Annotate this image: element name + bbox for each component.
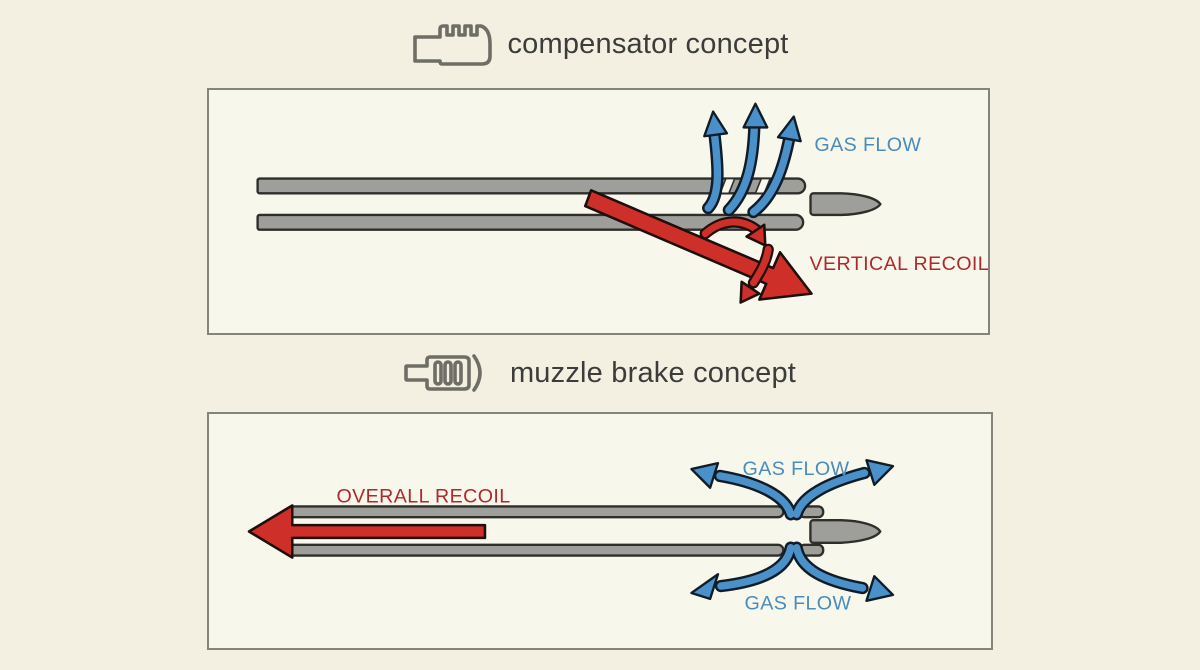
gas-flow-arrow bbox=[792, 544, 867, 592]
muzzle-brake-device-icon bbox=[404, 354, 482, 392]
gas-flow-arrowhead bbox=[703, 110, 729, 138]
recoil-down-arrowhead bbox=[739, 280, 761, 304]
gas-flow-up-arrows bbox=[702, 102, 802, 219]
gas-flow-arrowhead bbox=[776, 115, 802, 143]
gas-flow-arrow bbox=[717, 544, 795, 590]
gas-flow-top-label: GAS FLOW bbox=[743, 458, 850, 480]
muzzle-brake-icon-slot bbox=[433, 360, 443, 386]
muzzle-brake-icon-blast-arc bbox=[472, 354, 482, 392]
vertical-recoil-arrows bbox=[583, 189, 813, 304]
muzzle-brake-panel: OVERALL RECOIL GAS FLOW GAS FLOW bbox=[207, 412, 993, 650]
recoil-hook-arrow bbox=[701, 218, 760, 238]
gas-flow-arrowhead bbox=[865, 575, 895, 602]
muzzle-brake-icon-body bbox=[404, 355, 471, 391]
gas-flow-arrowhead bbox=[690, 461, 720, 489]
compensator-port bbox=[718, 177, 736, 195]
compensator-diagram: GAS FLOW VERTICAL RECOIL bbox=[256, 102, 988, 304]
muzzle-brake-title: muzzle brake concept bbox=[509, 356, 797, 389]
bullet bbox=[809, 519, 882, 544]
compensator-icon-outline bbox=[413, 24, 493, 66]
gas-flow-arrowhead bbox=[865, 459, 895, 486]
recoil-hook-arrowhead bbox=[745, 223, 767, 247]
compensator-panel: GAS FLOW VERTICAL RECOIL bbox=[207, 88, 990, 335]
muzzle-brake-icon-slot bbox=[443, 360, 453, 386]
gas-flow-side-arrows bbox=[690, 459, 895, 602]
gas-flow-arrow bbox=[749, 131, 794, 216]
barrel-top-wall bbox=[289, 505, 785, 519]
barrel-top-wall bbox=[256, 177, 807, 195]
bullet bbox=[809, 192, 882, 217]
gas-flow-bottom-label: GAS FLOW bbox=[745, 593, 852, 615]
gas-flow-arrowhead bbox=[690, 573, 720, 601]
muzzle-brake-icon-slot bbox=[453, 360, 463, 386]
overall-recoil-label: OVERALL RECOIL bbox=[337, 485, 511, 507]
barrel-bottom-wall bbox=[289, 543, 785, 557]
compensator-port bbox=[754, 177, 772, 195]
compensator-title-row: compensator concept bbox=[0, 20, 1200, 68]
vertical-recoil-label: VERTICAL RECOIL bbox=[810, 253, 988, 275]
gas-flow-arrowhead bbox=[742, 102, 769, 129]
compensator-title: compensator concept bbox=[507, 27, 789, 60]
gas-flow-arrow bbox=[792, 469, 869, 518]
gas-flow-label: GAS FLOW bbox=[814, 134, 921, 156]
recoil-main-arrow bbox=[583, 189, 813, 301]
recoil-down-arrow bbox=[750, 245, 772, 287]
gas-flow-arrow bbox=[716, 472, 795, 518]
muzzle-brake-diagram: OVERALL RECOIL GAS FLOW GAS FLOW bbox=[247, 458, 895, 615]
overall-recoil-arrow bbox=[247, 504, 487, 559]
compensator-device-icon bbox=[413, 24, 493, 66]
gas-flow-arrow bbox=[725, 119, 759, 214]
muzzle-brake-title-row: muzzle brake concept bbox=[0, 348, 1200, 398]
gas-flow-arrow bbox=[704, 127, 722, 212]
